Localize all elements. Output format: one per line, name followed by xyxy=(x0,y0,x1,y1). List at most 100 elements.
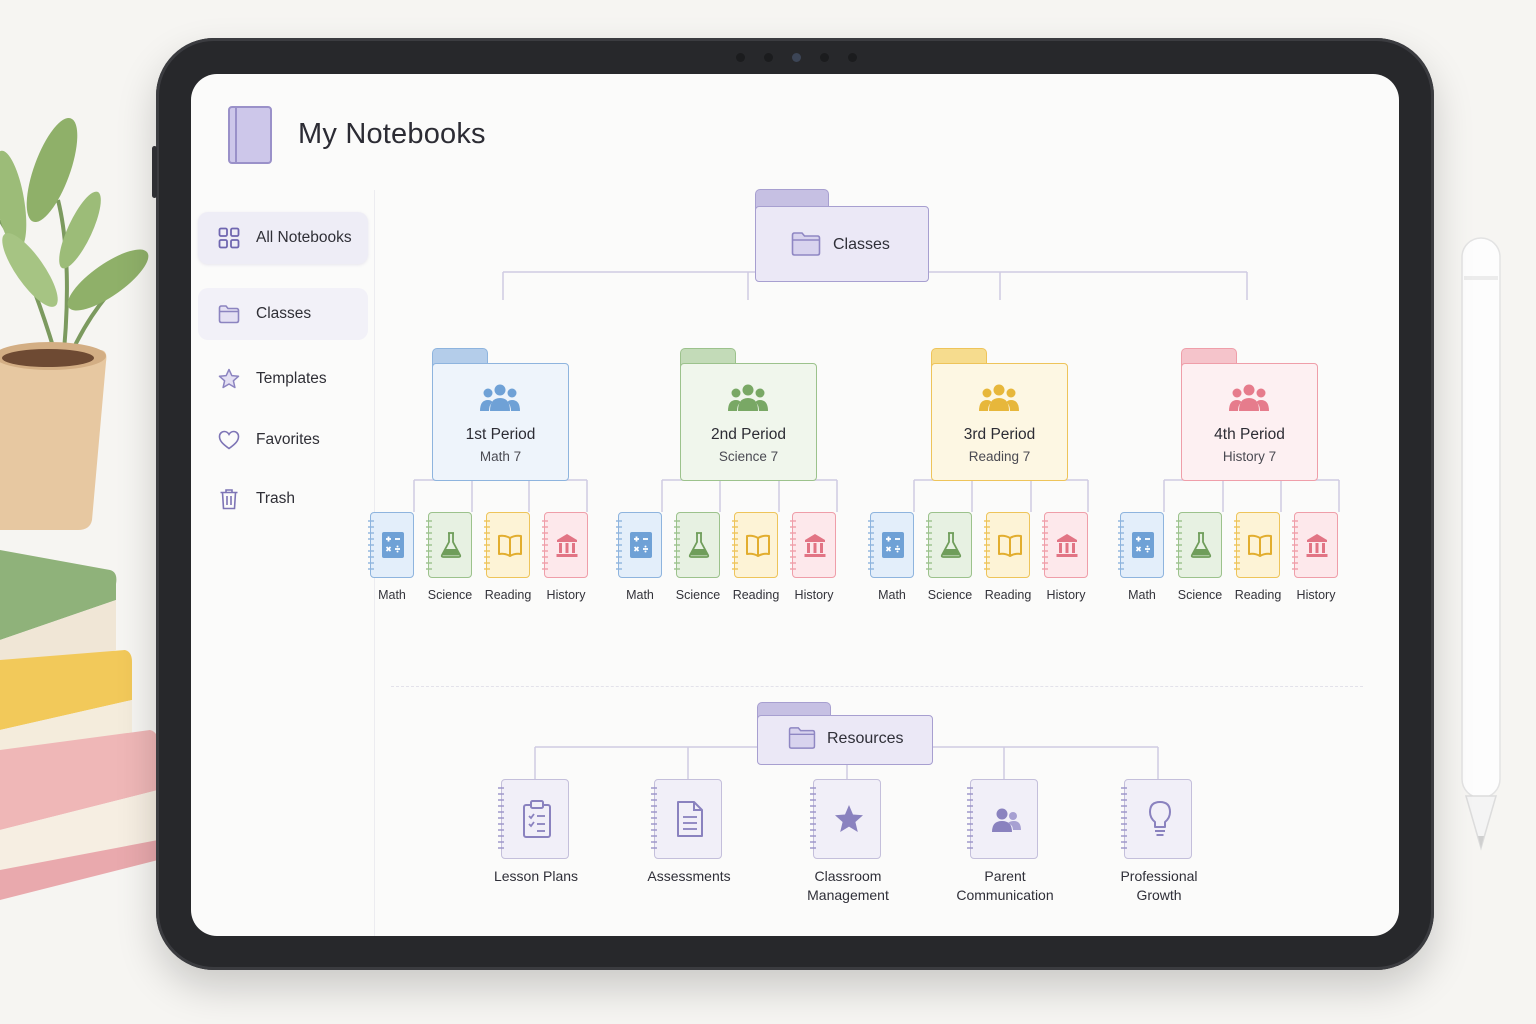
sidebar-item-favorites[interactable]: Favorites xyxy=(198,414,368,466)
document-icon xyxy=(674,799,706,839)
notebook-math[interactable]: Math xyxy=(616,512,662,608)
notebook-reading[interactable]: Reading xyxy=(732,512,779,608)
camera-dot xyxy=(848,53,857,62)
stylus xyxy=(1461,237,1501,851)
notebook-history[interactable]: History xyxy=(1292,512,1338,608)
resources-folder-label: Resources xyxy=(827,730,904,747)
book-icon xyxy=(1247,530,1272,560)
class-folder-1[interactable]: 1st Period Math 7 xyxy=(432,348,569,481)
notebook-math[interactable]: Math xyxy=(368,512,414,608)
flask-icon xyxy=(1189,530,1213,560)
sidebar-item-templates[interactable]: Templates xyxy=(198,353,368,405)
class-folder-subtitle: Science 7 xyxy=(718,449,779,464)
people-icon xyxy=(979,384,1019,411)
folder-icon xyxy=(788,727,816,749)
notebook-label: Science xyxy=(675,588,721,602)
building-icon xyxy=(555,530,579,560)
resource-notebook-2[interactable]: Assessments xyxy=(647,779,731,909)
sidebar-item-classes[interactable]: Classes xyxy=(198,288,368,340)
notebook-label: Reading xyxy=(732,588,780,602)
class-folder-title: 4th Period xyxy=(1214,426,1285,443)
notebook-label: History xyxy=(546,588,586,602)
page-title: My Notebooks xyxy=(298,118,486,150)
building-icon xyxy=(803,530,827,560)
tablet-device: My Notebooks All Notebooks Classes Templ… xyxy=(152,38,1434,970)
notebook-reading[interactable]: Reading xyxy=(1234,512,1281,608)
notebook-history[interactable]: History xyxy=(542,512,588,608)
notebook-reading[interactable]: Reading xyxy=(484,512,531,608)
notebook-math[interactable]: Math xyxy=(1118,512,1164,608)
resource-notebook-3[interactable]: Classroom Management xyxy=(807,779,889,909)
notebook-label: Science xyxy=(427,588,473,602)
heart-icon xyxy=(217,428,241,452)
resource-label: Professional Growth xyxy=(1120,868,1198,903)
sidebar-item-trash[interactable]: Trash xyxy=(198,473,368,525)
notebook-label: Reading xyxy=(484,588,532,602)
notebook-science[interactable]: Science xyxy=(674,512,720,608)
people-icon xyxy=(480,384,520,411)
sidebar-item-all-notebooks[interactable]: All Notebooks xyxy=(198,212,368,264)
book-icon xyxy=(997,530,1022,560)
sidebar-item-label: Classes xyxy=(256,305,312,322)
camera-dot xyxy=(820,53,829,62)
calculator-icon xyxy=(881,530,905,560)
notebook-history[interactable]: History xyxy=(1042,512,1088,608)
notebook-label: History xyxy=(1296,588,1336,602)
star-icon xyxy=(833,799,865,839)
star-icon xyxy=(217,367,241,391)
classes-root-folder[interactable]: Classes xyxy=(755,189,929,283)
resource-label: Parent Communication xyxy=(956,868,1054,903)
building-icon xyxy=(1305,530,1329,560)
notebook-tree: Classes 1st Period Math 7 Math Science R… xyxy=(191,74,1399,936)
grid-icon xyxy=(217,226,241,250)
notebook-science[interactable]: Science xyxy=(926,512,972,608)
notebook-science[interactable]: Science xyxy=(1176,512,1222,608)
classes-root-label: Classes xyxy=(833,236,890,253)
people-icon xyxy=(728,384,768,411)
trash-icon xyxy=(217,487,241,511)
resource-notebook-5[interactable]: Professional Growth xyxy=(1120,779,1198,909)
resource-notebook-4[interactable]: Parent Communication xyxy=(956,779,1054,909)
class-folder-subtitle: History 7 xyxy=(1222,449,1277,464)
class-folder-title: 3rd Period xyxy=(963,426,1036,443)
calculator-icon xyxy=(381,530,405,560)
clipboard-icon xyxy=(521,799,553,839)
app-screen: My Notebooks All Notebooks Classes Templ… xyxy=(191,74,1399,936)
class-folder-subtitle: Math 7 xyxy=(479,449,522,464)
calculator-icon xyxy=(1131,530,1155,560)
class-folder-title: 2nd Period xyxy=(711,426,786,443)
notebook-label: History xyxy=(1046,588,1086,602)
notebook-math[interactable]: Math xyxy=(868,512,914,608)
class-folder-2[interactable]: 2nd Period Science 7 xyxy=(680,348,817,481)
class-folder-3[interactable]: 3rd Period Reading 7 xyxy=(931,348,1068,481)
sidebar-item-label: Trash xyxy=(256,490,296,507)
notebook-label: Math xyxy=(878,588,906,602)
notebook-reading[interactable]: Reading xyxy=(984,512,1031,608)
book-stack xyxy=(0,550,158,900)
camera-lens xyxy=(792,53,801,62)
notebook-label: Math xyxy=(378,588,406,602)
class-folder-4[interactable]: 4th Period History 7 xyxy=(1181,348,1318,481)
tablet-side-button xyxy=(152,146,157,198)
resources-folder[interactable]: Resources xyxy=(757,702,933,765)
calculator-icon xyxy=(629,530,653,560)
flask-icon xyxy=(687,530,711,560)
notebook-history[interactable]: History xyxy=(790,512,836,608)
section-divider xyxy=(391,686,1363,687)
potted-plant xyxy=(0,117,149,530)
camera-dot xyxy=(764,53,773,62)
flask-icon xyxy=(939,530,963,560)
camera-dot xyxy=(736,53,745,62)
book-icon xyxy=(745,530,770,560)
notebook-label: Reading xyxy=(984,588,1032,602)
sidebar-item-label: Favorites xyxy=(256,431,320,448)
class-folder-title: 1st Period xyxy=(465,426,536,443)
flask-icon xyxy=(439,530,463,560)
folder-icon xyxy=(217,302,241,326)
notebook-science[interactable]: Science xyxy=(426,512,472,608)
notebook-label: Math xyxy=(1128,588,1156,602)
resource-notebook-1[interactable]: Lesson Plans xyxy=(494,779,578,909)
notebook-label: History xyxy=(794,588,834,602)
resource-label: Lesson Plans xyxy=(493,868,579,884)
building-icon xyxy=(1055,530,1079,560)
